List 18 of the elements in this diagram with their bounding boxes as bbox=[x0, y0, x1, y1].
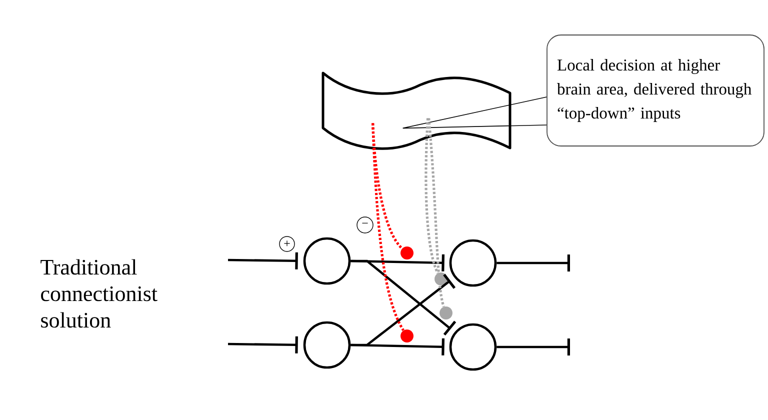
side-label: Traditional connectionist solution bbox=[40, 259, 158, 328]
dotted-line bbox=[428, 118, 445, 308]
callout-pointer bbox=[402, 96, 547, 129]
dotted-line bbox=[424, 118, 439, 274]
neuron-circle bbox=[449, 323, 497, 371]
synapse-dot bbox=[400, 329, 414, 342]
bar-ended-line bbox=[228, 252, 298, 270]
dotted-line bbox=[372, 123, 405, 331]
neuron-circle bbox=[303, 237, 351, 285]
neuron-circle bbox=[303, 321, 351, 369]
neuron-circle bbox=[449, 239, 497, 287]
synapse-dot bbox=[440, 306, 452, 320]
synapse-dot bbox=[400, 246, 414, 260]
wavy-banner bbox=[322, 72, 512, 150]
bar-ended-line bbox=[228, 336, 298, 354]
speech-bubble: Local decision at higher brain area, delivered through “top-down” inputs bbox=[546, 34, 764, 146]
bar-ended-line bbox=[496, 338, 570, 356]
bar-ended-line bbox=[496, 254, 570, 272]
